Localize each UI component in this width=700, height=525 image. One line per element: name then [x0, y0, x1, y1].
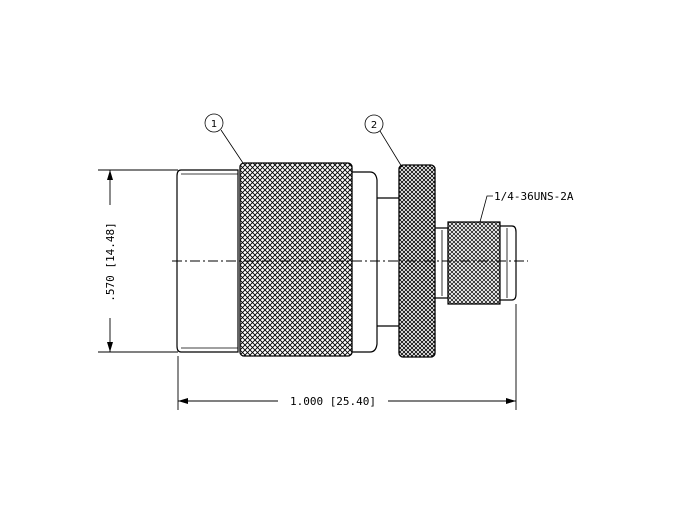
knurled-ring: [398, 164, 436, 358]
knurled-coupling-nut: [239, 162, 353, 357]
dimension-height-label: .570 [14.48]: [104, 222, 117, 301]
connector-body-left: [176, 169, 239, 353]
threaded-section: [447, 221, 517, 305]
callout-1: 1: [204, 113, 244, 164]
callout-1-number: 1: [211, 119, 217, 130]
dimension-length-label: 1.000 [25.40]: [290, 395, 376, 408]
body-shoulder: [352, 171, 400, 353]
callout-2: 2: [364, 114, 403, 168]
connector-neck: [435, 227, 449, 299]
dimension-height: .570 [14.48]: [98, 169, 178, 353]
thread-note-leader: 1/4-36UNS-2A: [479, 190, 574, 223]
dimension-length: 1.000 [25.40]: [177, 304, 517, 410]
thread-note: 1/4-36UNS-2A: [494, 190, 574, 203]
callout-2-number: 2: [371, 120, 377, 131]
